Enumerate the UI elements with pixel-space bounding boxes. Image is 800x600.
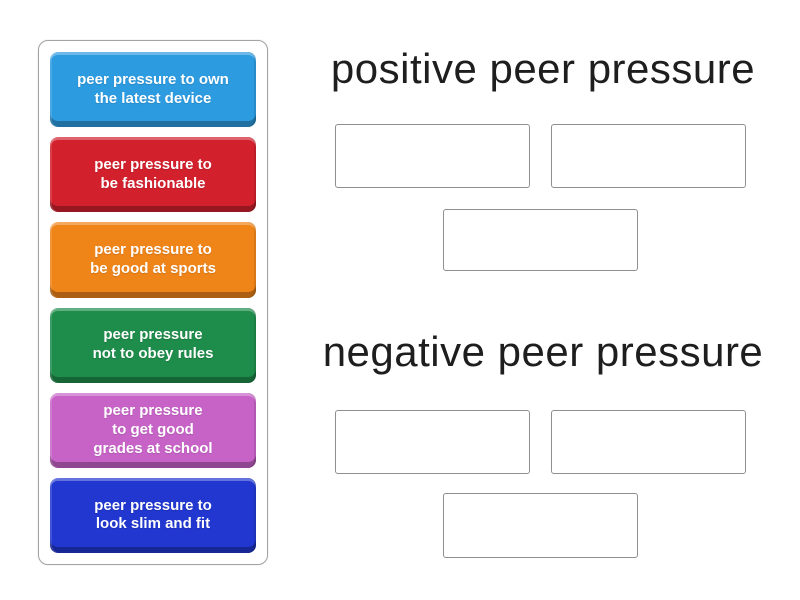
drop-slot-positive-3[interactable] [443, 209, 638, 271]
drop-slot-positive-2[interactable] [551, 124, 746, 188]
draggable-tile-fashionable[interactable]: peer pressure to be fashionable [50, 137, 256, 213]
drop-slot-positive-1[interactable] [335, 124, 530, 188]
draggable-tile-not-obey-rules[interactable]: peer pressure not to obey rules [50, 307, 256, 383]
draggable-tile-good-grades[interactable]: peer pressure to get good grades at scho… [50, 392, 256, 468]
draggable-tile-slim-and-fit[interactable]: peer pressure to look slim and fit [50, 477, 256, 554]
draggable-tile-good-at-sports[interactable]: peer pressure to be good at sports [50, 222, 256, 298]
draggable-tile-latest-device[interactable]: peer pressure to own the latest device [50, 52, 256, 128]
group-title-positive: positive peer pressure [330, 45, 756, 92]
drop-slot-negative-2[interactable] [551, 410, 746, 474]
group-title-negative: negative peer pressure [322, 328, 764, 375]
tile-tray: peer pressure to own the latest device p… [38, 40, 268, 565]
drop-slot-negative-1[interactable] [335, 410, 530, 474]
drop-slot-negative-3[interactable] [443, 493, 638, 558]
